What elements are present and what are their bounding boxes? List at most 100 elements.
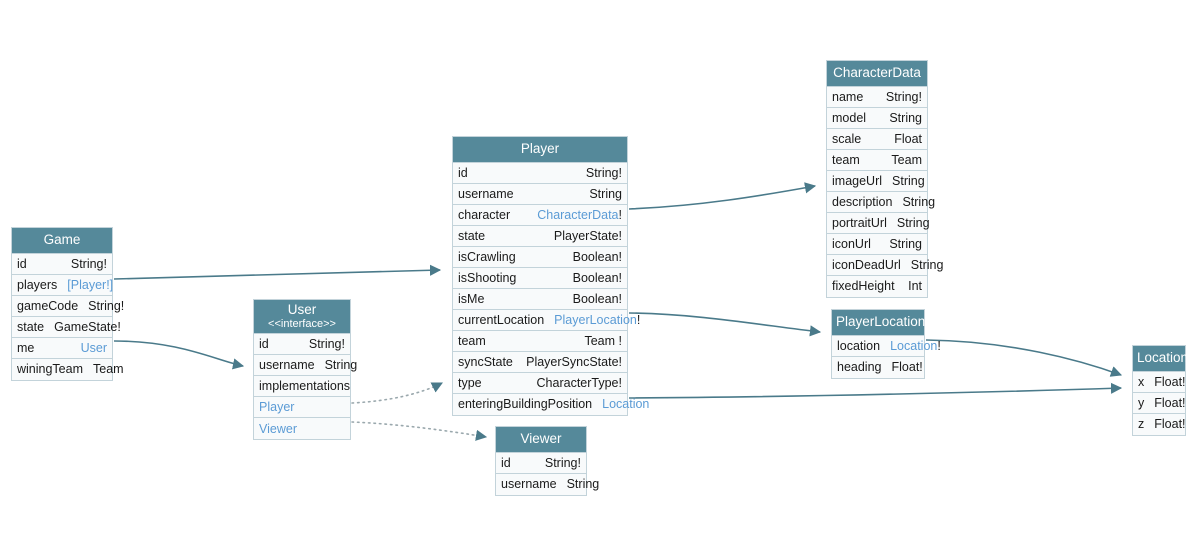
field-row[interactable]: character CharacterData!: [453, 204, 627, 226]
field-type[interactable]: Location: [602, 397, 650, 412]
field-row[interactable]: iconUrl String: [827, 233, 927, 255]
field-row[interactable]: fixedHeight Int: [827, 275, 927, 297]
field-type: Float!: [1154, 374, 1186, 389]
field-name: imageUrl: [832, 173, 883, 188]
field-row[interactable]: id String!: [12, 253, 112, 275]
field-type: String!: [70, 256, 107, 271]
field-type[interactable]: User: [80, 340, 107, 355]
field-name: me: [17, 340, 35, 355]
field-name: isShooting: [458, 270, 517, 285]
field-name: fixedHeight: [832, 279, 895, 294]
field-row[interactable]: id String!: [453, 162, 627, 184]
edge-user-implements-viewer: [351, 421, 488, 441]
field-row[interactable]: model String: [827, 107, 927, 129]
field-row[interactable]: team Team !: [453, 330, 627, 352]
field-name: model: [832, 110, 867, 125]
field-name: y: [1138, 395, 1145, 410]
entity-viewer[interactable]: Viewer id String! username String: [495, 426, 599, 496]
field-name: heading: [837, 360, 882, 375]
field-row[interactable]: gameCode String!: [12, 295, 124, 317]
field-type: String!: [544, 455, 581, 470]
entity-viewer-title: Viewer: [496, 427, 586, 453]
entity-playerlocation[interactable]: PlayerLocation location Location! headin…: [831, 309, 941, 379]
field-name: id: [458, 165, 468, 180]
entity-user-title: User <<interface>>: [254, 300, 350, 335]
entity-user-stereotype: <<interface>>: [268, 317, 336, 330]
field-name: enteringBuildingPosition: [458, 397, 593, 412]
field-type: CharacterType!: [536, 375, 622, 390]
field-row[interactable]: syncState PlayerSyncState!: [453, 351, 627, 373]
field-type: Boolean!: [572, 291, 622, 306]
edge-game-players-to-player: [113, 264, 442, 280]
field-row[interactable]: team Team: [827, 149, 927, 171]
field-row[interactable]: portraitUrl String: [827, 212, 930, 234]
field-row[interactable]: id String!: [254, 334, 350, 356]
field-name: type: [458, 375, 482, 390]
field-name: id: [259, 337, 269, 352]
field-name: team: [458, 333, 486, 348]
implementations-label-row: implementations: [254, 376, 351, 398]
entity-location-title: Location: [1133, 346, 1188, 372]
field-row[interactable]: z Float!: [1133, 413, 1186, 435]
field-row[interactable]: scale Float: [827, 128, 927, 150]
field-type[interactable]: Location!: [890, 338, 941, 353]
entity-user[interactable]: User <<interface>> id String! username S…: [253, 299, 357, 441]
entity-player[interactable]: Player id String! username String charac…: [452, 136, 649, 416]
field-row[interactable]: currentLocation PlayerLocation!: [453, 309, 640, 331]
field-row[interactable]: username String: [254, 355, 357, 377]
implementation-row-player[interactable]: Player: [254, 397, 350, 419]
field-row[interactable]: imageUrl String: [827, 170, 927, 192]
entity-game-name: Game: [43, 232, 81, 247]
field-type: String!: [585, 165, 622, 180]
field-row[interactable]: id String!: [496, 452, 586, 474]
field-name: scale: [832, 131, 862, 146]
field-type[interactable]: PlayerLocation!: [554, 312, 641, 327]
field-type: Float!: [1154, 395, 1186, 410]
field-row[interactable]: username String: [453, 183, 627, 205]
entity-location[interactable]: Location x Float! y Float! z Float!: [1132, 345, 1188, 436]
implementation-row-viewer[interactable]: Viewer: [254, 418, 350, 440]
entity-characterdata[interactable]: CharacterData name String! model String …: [826, 60, 943, 298]
field-row[interactable]: isMe Boolean!: [453, 288, 627, 310]
edge-playerlocation-location-to-location: [925, 339, 1123, 377]
field-row[interactable]: type CharacterType!: [453, 372, 627, 394]
field-row[interactable]: description String: [827, 191, 935, 213]
field-row[interactable]: location Location!: [832, 335, 941, 357]
field-type: String: [889, 110, 922, 125]
implementations-label: implementations: [259, 379, 351, 394]
field-type: String: [324, 358, 358, 373]
entity-game[interactable]: Game id String! players [Player!] gameCo…: [11, 227, 124, 381]
field-type: Boolean!: [572, 249, 622, 264]
field-row[interactable]: isCrawling Boolean!: [453, 246, 627, 268]
field-row[interactable]: heading Float!: [832, 356, 924, 378]
field-name: winingTeam: [17, 362, 84, 377]
field-row[interactable]: players [Player!]: [12, 274, 114, 296]
edge-player-currentlocation-to-playerlocation: [628, 312, 822, 337]
field-name: isCrawling: [458, 249, 516, 264]
field-row[interactable]: enteringBuildingPosition Location: [453, 393, 649, 415]
field-name: portraitUrl: [832, 215, 887, 230]
field-row[interactable]: y Float!: [1133, 392, 1186, 414]
field-row[interactable]: x Float!: [1133, 371, 1186, 393]
field-row[interactable]: me User: [12, 337, 112, 359]
field-row[interactable]: username String: [496, 473, 599, 495]
field-type: Team: [93, 362, 124, 377]
field-row[interactable]: iconDeadUrl String: [827, 254, 943, 276]
field-name: players: [17, 277, 58, 292]
field-row[interactable]: winingTeam Team: [12, 358, 124, 380]
field-row[interactable]: name String!: [827, 86, 927, 108]
field-type: Team: [891, 152, 922, 167]
non-null-marker: !: [937, 338, 941, 353]
edge-user-implements-player: [351, 382, 444, 404]
field-name: username: [501, 477, 557, 492]
field-type[interactable]: CharacterData!: [537, 207, 622, 222]
field-type: Float!: [1154, 417, 1186, 432]
edge-player-enteringbuildingposition-to-location: [628, 382, 1123, 399]
field-row[interactable]: state GameState!: [12, 316, 121, 338]
field-type: Int: [908, 279, 922, 294]
entity-player-title: Player: [453, 137, 627, 163]
field-type[interactable]: [Player!]: [67, 277, 114, 292]
field-row[interactable]: state PlayerState!: [453, 225, 627, 247]
field-row[interactable]: isShooting Boolean!: [453, 267, 627, 289]
